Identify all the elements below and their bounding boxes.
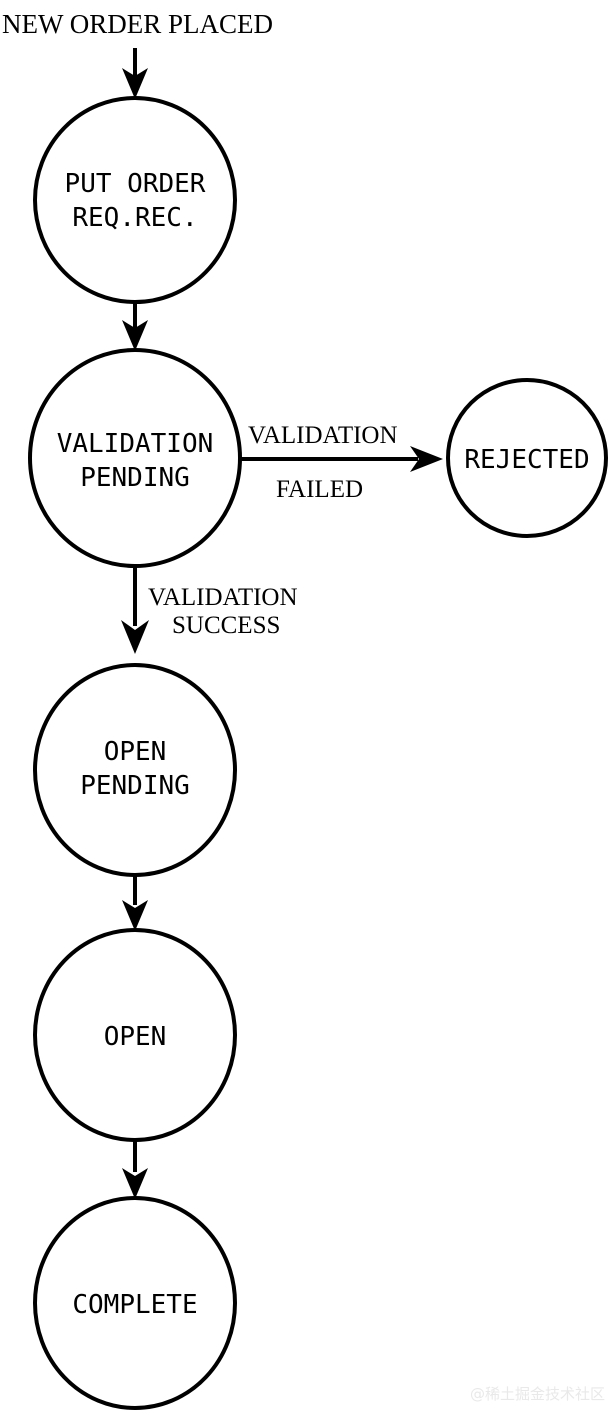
node-put-order-req-rec-shape[interactable]: [33, 96, 237, 304]
edge-put-order-to-validation-pending-arrowhead: [122, 320, 148, 351]
node-open-pending-shape[interactable]: [33, 663, 237, 877]
node-open-label-line1: OPEN: [104, 1022, 167, 1052]
node-put-order-req-rec-label-line1: PUT ORDER: [65, 169, 206, 199]
edge-validation-pending-to-rejected: VALIDATION FAILED: [238, 422, 443, 503]
node-put-order-req-rec-label-line2: REQ.REC.: [72, 203, 197, 233]
node-open[interactable]: OPEN: [33, 928, 237, 1142]
edge-open-to-complete: [122, 1140, 148, 1199]
node-validation-pending[interactable]: VALIDATION PENDING: [28, 348, 242, 568]
edge-validation-pending-to-rejected-label-line2: FAILED: [276, 476, 363, 503]
node-complete-shape[interactable]: [33, 1196, 237, 1410]
edge-entry-to-put-order: [122, 48, 148, 99]
entry-label-new-order-placed: NEW ORDER PLACED: [2, 9, 273, 39]
watermark-label: @稀土掘金技术社区: [470, 1385, 605, 1403]
node-open-pending[interactable]: OPEN PENDING: [33, 663, 237, 877]
edge-entry-to-put-order-arrowhead: [122, 68, 148, 99]
node-complete-label-line1: COMPLETE: [72, 1290, 197, 1320]
edge-open-pending-to-open: [122, 875, 148, 931]
node-rejected[interactable]: REJECTED: [446, 378, 608, 538]
node-complete[interactable]: COMPLETE: [33, 1196, 237, 1410]
node-open-pending-label-line1: OPEN: [104, 737, 167, 767]
node-rejected-shape[interactable]: [446, 378, 608, 538]
edge-put-order-to-validation-pending: [122, 302, 148, 351]
edge-open-pending-to-open-arrowhead: [122, 900, 148, 931]
edge-validation-pending-to-open-pending-label-line1: VALIDATION: [148, 584, 298, 611]
edge-validation-pending-to-open-pending-label-line2: SUCCESS: [172, 612, 280, 639]
edge-validation-pending-to-rejected-arrowhead: [410, 446, 443, 472]
node-validation-pending-label-line2: PENDING: [80, 463, 190, 493]
node-validation-pending-label-line1: VALIDATION: [57, 429, 214, 459]
node-rejected-label-line1: REJECTED: [464, 445, 589, 475]
node-open-pending-label-line2: PENDING: [80, 771, 190, 801]
node-put-order-req-rec[interactable]: PUT ORDER REQ.REC.: [33, 96, 237, 304]
edge-open-to-complete-arrowhead: [122, 1168, 148, 1199]
edge-validation-pending-to-rejected-label-line1: VALIDATION: [248, 422, 398, 449]
edge-validation-pending-to-open-pending: VALIDATION SUCCESS: [121, 566, 298, 654]
edge-validation-pending-to-open-pending-arrowhead: [121, 620, 149, 654]
